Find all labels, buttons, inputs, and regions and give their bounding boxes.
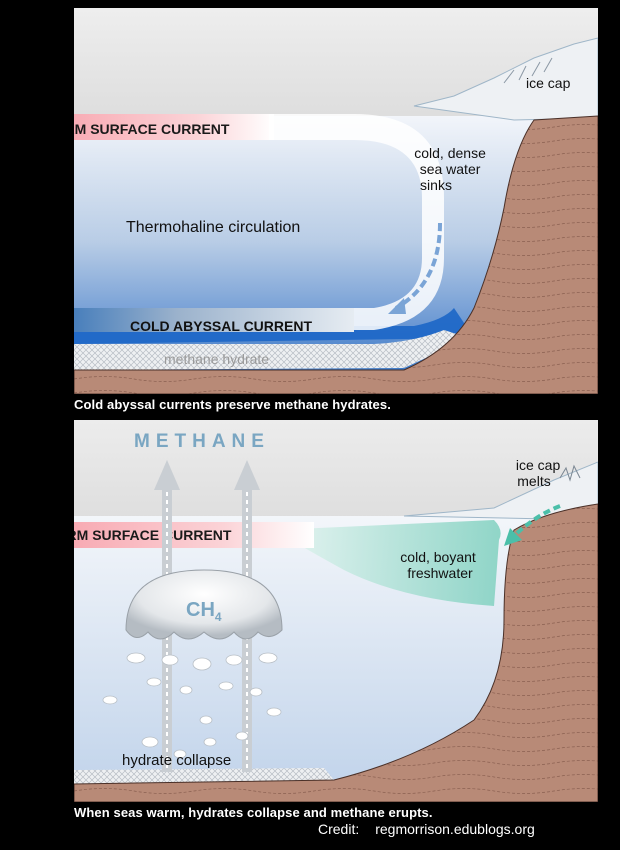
top-panel: WARM SURFACE CURRENT ice cap cold, dense… [74, 8, 598, 394]
top-caption: Cold abyssal currents preserve methane h… [74, 397, 391, 412]
credit-source-link[interactable]: regmorrison.edublogs.org [375, 821, 535, 837]
sinking-line-3: sinks [420, 177, 452, 193]
credit-label: Credit: [318, 821, 359, 837]
sinking-line-1: cold, dense [414, 145, 486, 161]
warm-current-label-2: WARM SURFACE CURRENT [74, 527, 232, 543]
credit-line: Credit: regmorrison.edublogs.org [318, 821, 535, 837]
ch4-subscript: 4 [215, 610, 222, 624]
hydrate-collapse-label: hydrate collapse [122, 752, 231, 769]
svg-text:cold, boyant freshwater: cold, boyant freshwater [400, 549, 479, 581]
ice-cap-label: ice cap [526, 75, 571, 91]
circulation-label: Thermohaline circulation [126, 219, 300, 236]
ice-melts-line-2: melts [517, 473, 550, 489]
methane-label: METHANE [134, 431, 270, 452]
bottom-panel: WARM SURFACE CURRENT METHANE CH4 [74, 420, 598, 802]
abyssal-current-label: COLD ABYSSAL CURRENT [130, 318, 312, 334]
freshwater-line-2: freshwater [407, 565, 473, 581]
warm-current-label: WARM SURFACE CURRENT [74, 121, 230, 137]
freshwater-line-1: cold, boyant [400, 549, 476, 565]
ice-melts-line-1: ice cap [516, 457, 561, 473]
sinking-line-2: sea water [420, 161, 481, 177]
bottom-caption: When seas warm, hydrates collapse and me… [74, 805, 433, 820]
ch4-label: CH [186, 599, 215, 621]
hydrate-label: methane hydrate [164, 351, 269, 367]
